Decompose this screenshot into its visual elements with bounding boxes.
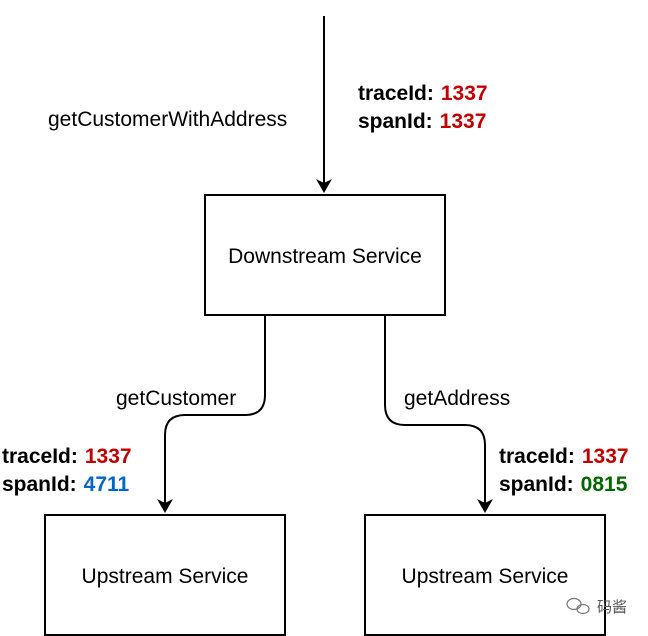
incoming-trace-info: traceId: 1337 spanId: 1337: [358, 82, 488, 133]
upstream-service-right-label: Upstream Service: [402, 565, 569, 588]
right-span-value: 0815: [581, 473, 628, 496]
right-call-arrow: [384, 315, 493, 513]
incoming-trace-value: 1337: [441, 82, 488, 105]
incoming-span-line: spanId: 1337: [358, 110, 486, 133]
left-trace-info: traceId: 1337 spanId: 4711: [2, 445, 132, 496]
upstream-service-left-box: Upstream Service: [44, 514, 286, 636]
right-call-label: getAddress: [404, 387, 510, 410]
left-call-arrow: [157, 315, 266, 513]
upstream-service-right-box: Upstream Service: [364, 514, 606, 636]
left-trace-value: 1337: [85, 445, 132, 468]
left-span-line: spanId: 4711: [2, 473, 130, 496]
right-trace-info: traceId: 1337 spanId: 0815: [499, 445, 629, 496]
incoming-call-label: getCustomerWithAddress: [48, 108, 287, 131]
right-trace-line: traceId: 1337: [499, 445, 629, 468]
left-call-label: getCustomer: [116, 387, 236, 410]
upstream-service-left-label: Upstream Service: [82, 565, 249, 588]
incoming-span-value: 1337: [440, 110, 487, 133]
incoming-trace-key: traceId:: [358, 82, 434, 105]
incoming-span-key: spanId:: [358, 110, 433, 133]
right-span-key: spanId:: [499, 473, 574, 496]
watermark: 码酱: [566, 597, 627, 616]
downstream-service-box: Downstream Service: [204, 194, 446, 316]
left-span-key: spanId:: [2, 473, 77, 496]
right-call-label-bg: [398, 383, 528, 411]
wechat-icon: [566, 597, 590, 615]
watermark-text: 码酱: [597, 598, 627, 616]
right-trace-key: traceId:: [499, 445, 575, 468]
left-call-label-bg: [112, 383, 258, 411]
right-span-line: spanId: 0815: [499, 473, 628, 496]
left-span-value: 4711: [84, 473, 130, 496]
left-trace-key: traceId:: [2, 445, 78, 468]
incoming-trace-line: traceId: 1337: [358, 82, 488, 105]
downstream-service-label: Downstream Service: [228, 245, 422, 268]
left-trace-line: traceId: 1337: [2, 445, 132, 468]
incoming-arrow: [316, 16, 332, 193]
right-trace-value: 1337: [582, 445, 629, 468]
